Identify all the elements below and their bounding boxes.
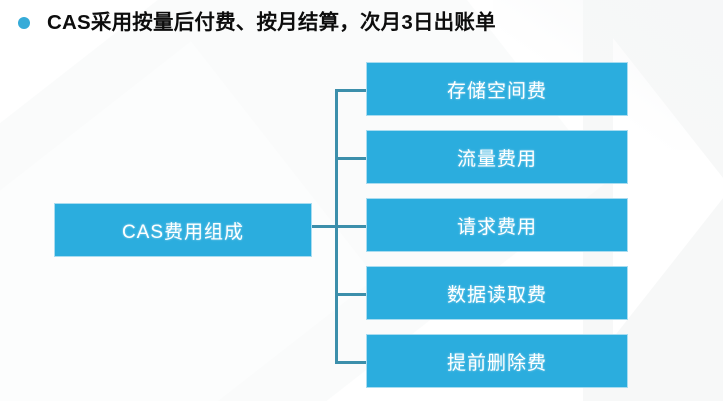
connector-root-to-trunk	[312, 225, 338, 228]
slide-title-row: CAS采用按量后付费、按月结算，次月3日出账单	[18, 8, 496, 38]
diagram-node-storage-fee[interactable]: 存储空间费	[366, 62, 628, 116]
diagram-node-label: 请求费用	[456, 216, 537, 238]
diagram-node-root[interactable]: CAS费用组成	[54, 203, 312, 257]
connector-stub-3	[335, 225, 366, 228]
connector-stub-5	[335, 361, 366, 364]
diagram-node-root-label: CAS费用组成	[121, 221, 245, 243]
diagram-node-label: 流量费用	[456, 148, 537, 170]
diagram-node-request-fee[interactable]: 请求费用	[366, 198, 628, 252]
diagram-node-label: 提前删除费	[446, 352, 547, 374]
page-title: CAS采用按量后付费、按月结算，次月3日出账单	[47, 10, 496, 34]
diagram-node-early-deletion-fee[interactable]: 提前删除费	[366, 334, 628, 388]
diagram-node-traffic-fee[interactable]: 流量费用	[366, 130, 628, 184]
diagram-node-data-retrieval-fee[interactable]: 数据读取费	[366, 266, 628, 320]
diagram-node-label: 存储空间费	[446, 80, 547, 102]
connector-stub-4	[335, 293, 366, 296]
diagram-node-label: 数据读取费	[446, 284, 547, 306]
bullet-dot-icon	[18, 17, 30, 29]
connector-stub-2	[335, 157, 366, 160]
connector-stub-1	[335, 89, 366, 92]
